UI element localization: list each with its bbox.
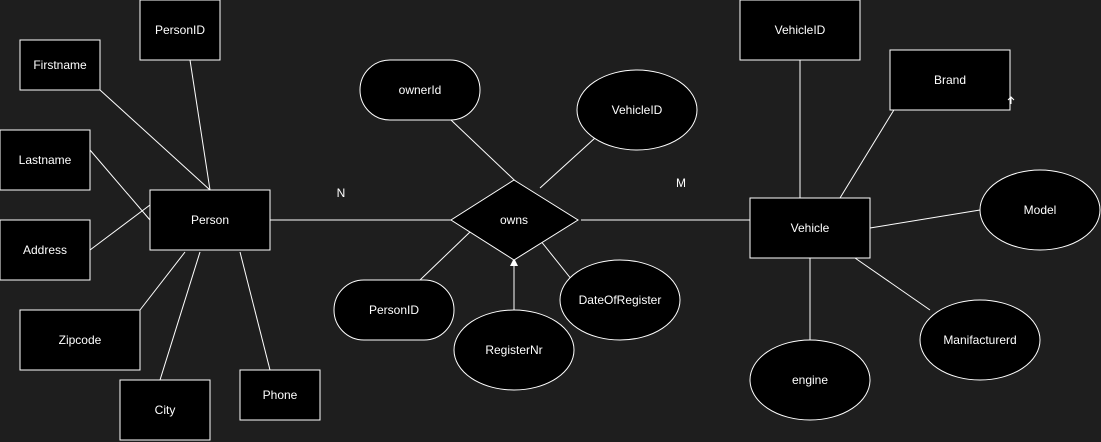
entity-vehicle-label: Vehicle [791, 221, 830, 235]
entity-person[interactable]: Person [149, 189, 271, 251]
relationship-attribute-ownerid[interactable]: ownerId [359, 59, 481, 121]
relationship-attribute-dateofregister-label: DateOfRegister [579, 293, 662, 307]
vehicle-attribute-manufacturer-label: Manifacturerd [943, 333, 1016, 347]
edge-person-firstname [99, 89, 211, 191]
edge-owns-dateofregister [539, 239, 573, 281]
person-attribute-personid-label: PersonID [155, 23, 205, 37]
person-attribute-lastname-label: Lastname [19, 153, 72, 167]
entity-person-label: Person [191, 213, 229, 227]
vehicle-attribute-vehicleid-label: VehicleID [775, 23, 826, 37]
person-attribute-personid[interactable]: PersonID [139, 0, 221, 61]
vehicle-attribute-engine[interactable]: engine [749, 339, 871, 421]
entity-vehicle[interactable]: Vehicle [749, 197, 871, 259]
cardinality-person-side: N [337, 186, 346, 200]
edge-vehicle-brand [839, 99, 901, 199]
edge-person-address [89, 204, 151, 251]
relationship-attribute-dateofregister[interactable]: DateOfRegister [559, 259, 681, 341]
relationship-attribute-personid-label: PersonID [369, 303, 419, 317]
vehicle-attribute-brand[interactable]: Brand [889, 49, 1015, 111]
resize-handle-icon[interactable] [1007, 96, 1015, 104]
vehicle-attribute-vehicleid[interactable]: VehicleID [739, 0, 861, 61]
person-attribute-address-label: Address [23, 243, 67, 257]
person-attribute-lastname[interactable]: Lastname [0, 129, 91, 191]
person-attribute-phone-label: Phone [263, 388, 298, 402]
vehicle-attribute-model[interactable]: Model [979, 169, 1101, 251]
vehicle-attribute-model-label: Model [1024, 203, 1057, 217]
person-attribute-zipcode-label: Zipcode [59, 333, 102, 347]
person-attribute-firstname[interactable]: Firstname [19, 39, 101, 91]
edge-person-city [159, 251, 201, 381]
relationship-attribute-personid[interactable]: PersonID [333, 279, 455, 341]
edge-owns-vehicleid [539, 137, 596, 189]
vehicle-attribute-engine-label: engine [792, 373, 828, 387]
connectors [89, 59, 981, 381]
relationship-attribute-vehicleid-label: VehicleID [612, 103, 663, 117]
edge-person-personid [189, 59, 211, 191]
edge-person-phone [239, 251, 271, 371]
person-attribute-zipcode[interactable]: Zipcode [19, 309, 141, 371]
person-attribute-city-label: City [155, 403, 176, 417]
edge-person-zipcode [139, 251, 186, 311]
person-attribute-phone[interactable]: Phone [239, 369, 321, 421]
edge-person-lastname [89, 149, 151, 221]
edge-vehicle-manufacturer [854, 257, 931, 311]
edge-vehicle-model [869, 209, 981, 229]
relationship-attribute-vehicleid[interactable]: VehicleID [576, 69, 698, 151]
relationship-owns-label: owns [500, 213, 528, 227]
vehicle-attribute-manufacturer[interactable]: Manifacturerd [919, 299, 1041, 381]
person-attribute-firstname-label: Firstname [33, 58, 87, 72]
person-attribute-city[interactable]: City [119, 379, 211, 441]
person-attribute-address[interactable]: Address [0, 219, 91, 281]
relationship-attribute-ownerid-label: ownerId [399, 83, 442, 97]
cardinality-vehicle-side: M [676, 176, 686, 190]
relationship-attribute-registernr-label: RegisterNr [485, 343, 542, 357]
edge-owns-personid [419, 231, 471, 281]
vehicle-attribute-brand-label: Brand [934, 73, 966, 87]
relationship-attribute-registernr[interactable]: RegisterNr [453, 309, 575, 391]
relationship-owns[interactable]: owns [450, 179, 579, 261]
